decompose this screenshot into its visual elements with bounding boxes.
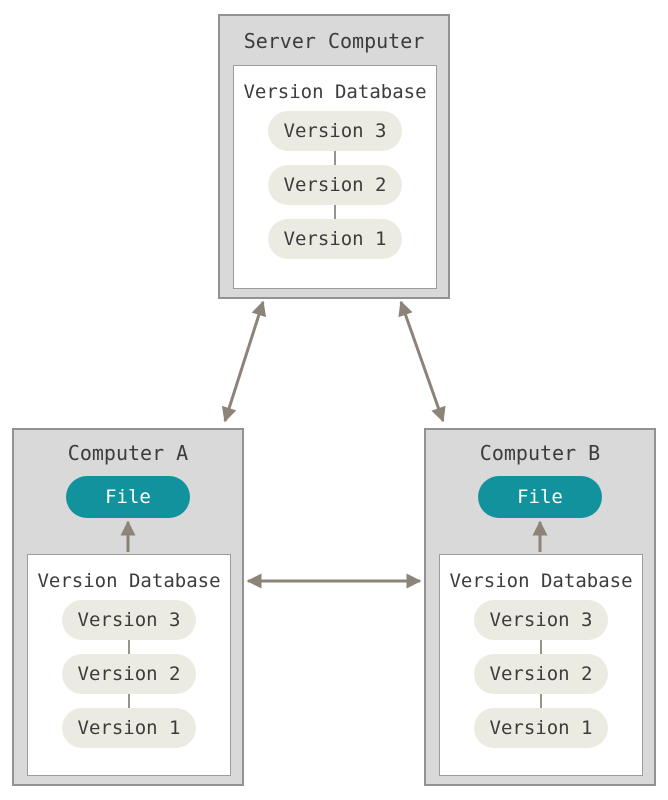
arrow-server-computer-b xyxy=(398,300,446,423)
arrow-server-computer-a xyxy=(221,300,267,423)
version-connector-line xyxy=(128,640,130,654)
computer-a-version-3-pill: Version 3 xyxy=(62,600,196,640)
computer-a-version-1-pill: Version 1 xyxy=(62,708,196,748)
server-version-1-pill: Version 1 xyxy=(268,219,402,259)
computer-a-version-2-pill: Version 2 xyxy=(62,654,196,694)
computer-b-file-pill: File xyxy=(478,476,602,518)
computer-a-version-database-label: Version Database xyxy=(37,570,221,592)
version-connector-line xyxy=(334,205,336,219)
computer-b-title: Computer B xyxy=(479,441,601,465)
server-version-database-box: Version Database Version 3 Version 2 Ver… xyxy=(233,65,437,289)
version-connector-line xyxy=(334,151,336,165)
version-connector-line xyxy=(540,640,542,654)
computer-b-version-database-box: Version Database Version 3 Version 2 Ver… xyxy=(439,554,643,776)
version-connector-line xyxy=(128,694,130,708)
computer-b-version-3-pill: Version 3 xyxy=(474,600,608,640)
server-computer-box: Server Computer Version Database Version… xyxy=(218,14,450,299)
computer-b-box: Computer B File Version Database Version… xyxy=(424,428,656,786)
computer-b-version-2-pill: Version 2 xyxy=(474,654,608,694)
server-version-2-pill: Version 2 xyxy=(268,165,402,205)
computer-b-version-1-pill: Version 1 xyxy=(474,708,608,748)
computer-a-title: Computer A xyxy=(67,441,189,465)
server-computer-title: Server Computer xyxy=(243,28,425,53)
computer-a-version-database-box: Version Database Version 3 Version 2 Ver… xyxy=(27,554,231,776)
server-version-3-pill: Version 3 xyxy=(268,111,402,151)
computer-b-version-database-label: Version Database xyxy=(449,570,633,592)
computer-a-box: Computer A File Version Database Version… xyxy=(12,428,244,786)
server-version-database-label: Version Database xyxy=(243,81,427,103)
version-connector-line xyxy=(540,694,542,708)
computer-a-file-pill: File xyxy=(66,476,190,518)
